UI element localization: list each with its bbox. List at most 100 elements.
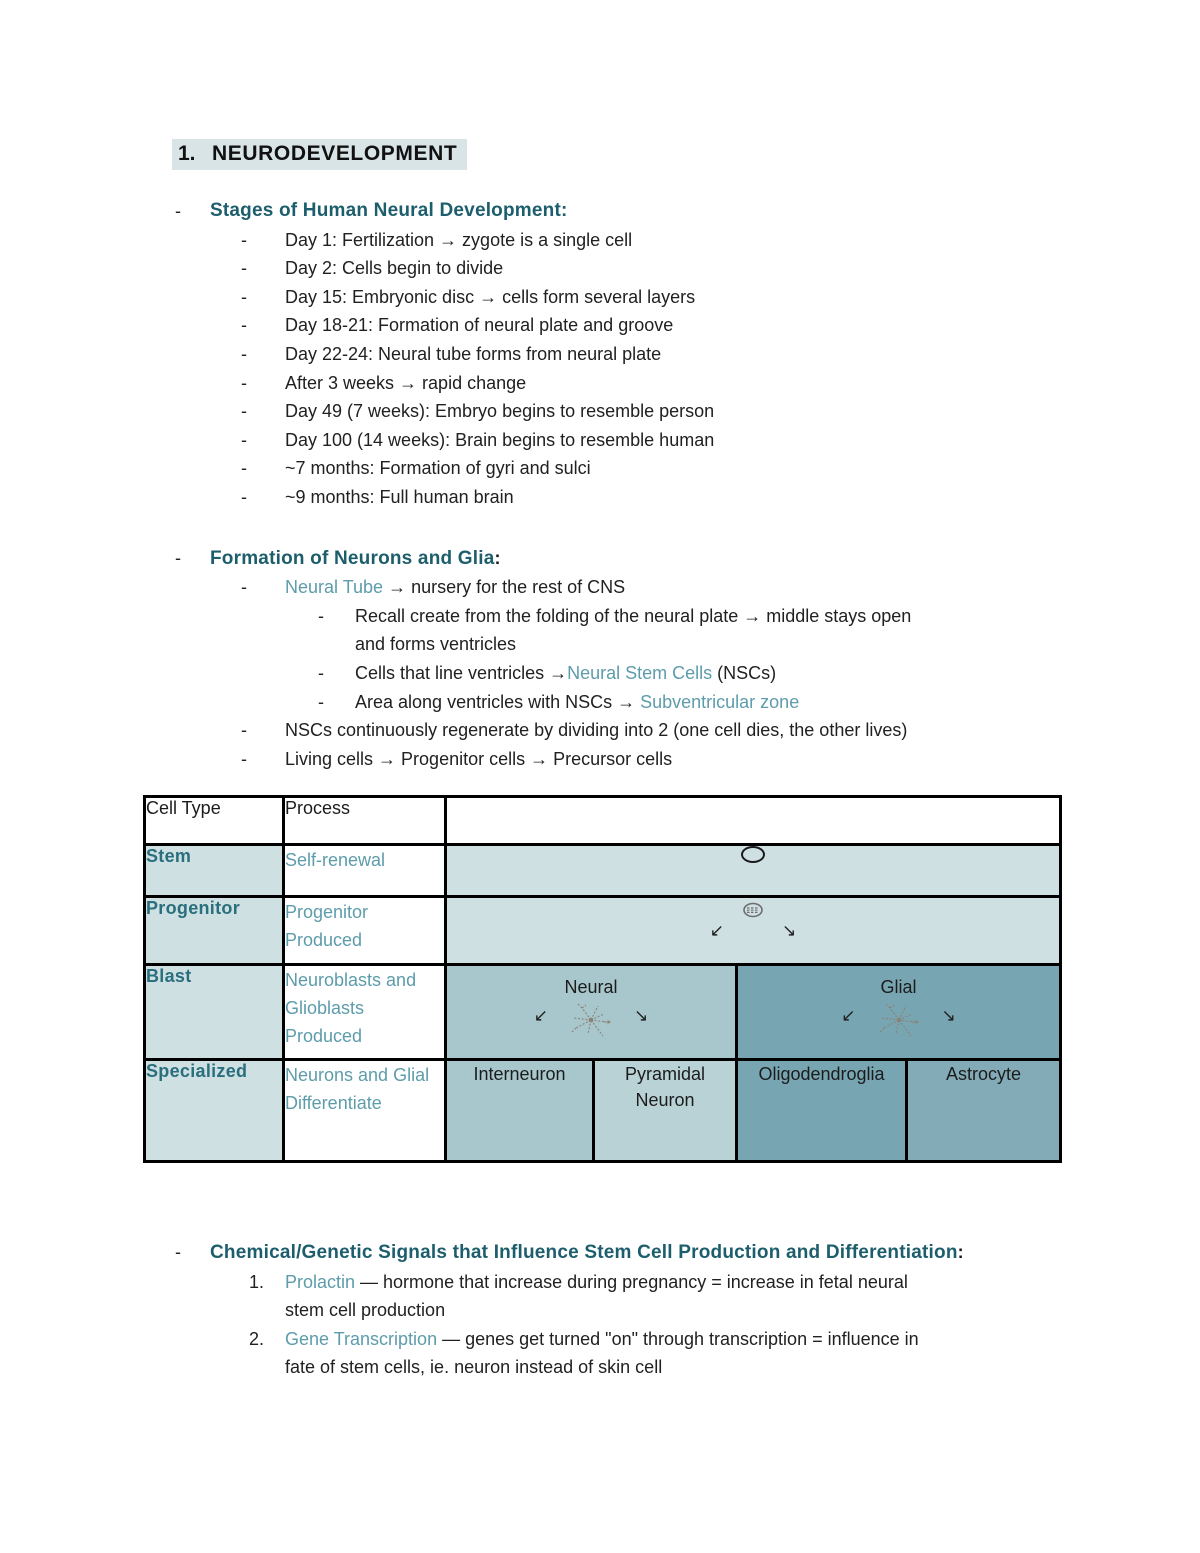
list-item: - Recall create from the folding of the n…: [0, 602, 1200, 659]
bullet-dash: -: [241, 258, 247, 279]
specialized-label: Specialized: [143, 1058, 285, 1163]
neural-branch-cell: Neural ↙: [444, 963, 738, 1061]
cell-astrocyte: Astrocyte: [905, 1058, 1062, 1163]
dividing-cell-icon: [743, 902, 763, 918]
list-item: - After 3 weeks → rapid change: [0, 369, 1200, 398]
neural-branch-label: Neural: [564, 977, 618, 997]
bullet-dash: -: [318, 605, 324, 626]
list-item-text: Recall create from the folding of the ne…: [355, 605, 912, 655]
term-neural-tube: Neural Tube: [285, 577, 384, 598]
bullet-dash: -: [241, 286, 247, 307]
arrow-down-left-icon: ↙: [841, 1006, 856, 1025]
term-subventricular-zone: Subventricular zone: [640, 691, 800, 712]
table-row-stem: Stem Self-renewal: [143, 843, 1062, 898]
bullet-dash: -: [241, 577, 247, 598]
section-heading-signals: - Chemical/Genetic Signals that Influenc…: [0, 1238, 1200, 1268]
section-heading-formation: - Formation of Neurons and Glia:: [0, 544, 1200, 574]
section-title: Stages of Human Neural Development:: [210, 200, 568, 221]
bullet-dash: -: [241, 343, 247, 364]
cell-differentiation-table: Cell Type Process Stem Self-renewal Prog…: [143, 795, 1062, 1163]
dividing-cell-diagram: ↙ ↘: [449, 900, 1058, 942]
cell-pyramidal-neuron: Pyramidal Neuron: [592, 1058, 738, 1163]
bullet-dash: -: [241, 315, 247, 336]
doc-heading: 1. NEURODEVELOPMENT: [172, 139, 468, 170]
list-item: -Day 18-21: Formation of neural plate an…: [0, 311, 1200, 340]
glial-branch-label: Glial: [880, 977, 917, 997]
arrow-down-left-icon: ↙: [709, 921, 724, 940]
bullet-dash: -: [175, 1242, 181, 1262]
neuron-sketch-icon: [571, 1003, 611, 1037]
heading-number: 1.: [178, 142, 196, 165]
list-item: - Day 15: Embryonic disc → cells form sev…: [0, 283, 1200, 312]
list-item-text: Day 2: Cells begin to divide: [285, 258, 504, 279]
notes-body: - Stages of Human Neural Development: -D…: [0, 197, 1200, 773]
blast-process: Neuroblasts and Glioblasts Produced: [282, 963, 447, 1061]
section-title: Chemical/Genetic Signals that Influence …: [210, 1242, 964, 1263]
bullet-dash: -: [241, 229, 247, 250]
table-header-row: Cell Type Process: [143, 795, 1062, 846]
list-item-text: NSCs continuously regenerate by dividing…: [285, 720, 908, 741]
glial-branch-cell: Glial ↙: [735, 963, 1062, 1061]
progenitor-label: Progenitor: [143, 895, 285, 966]
bullet-dash: -: [241, 720, 247, 741]
arrow-down-right-icon: ↘: [782, 921, 797, 940]
list-item: - ~9 months: Full human brain: [0, 483, 1200, 512]
list-item-text: ~9 months: Full human brain: [285, 486, 514, 507]
list-item: -Area along ventricles with NSCs → Subve…: [0, 688, 1200, 717]
term-neural-stem-cells: Neural Stem Cells: [567, 662, 713, 683]
list-item-text: Living cells → Progenitor cells → Precur…: [285, 748, 673, 769]
table-row-blast: Blast Neuroblasts and Glioblasts Produce…: [143, 963, 1062, 1061]
bullet-dash: -: [241, 748, 247, 769]
list-item-text: Day 15: Embryonic disc → cells form seve…: [285, 286, 696, 307]
progenitor-process: Progenitor Produced: [282, 895, 447, 966]
bullet-dash: -: [241, 429, 247, 450]
bullet-dash: -: [241, 458, 247, 479]
arrow-down-right-icon: ↘: [941, 1006, 956, 1025]
numbered-item-text: Prolactin — hormone that increase during…: [285, 1271, 908, 1321]
table-row-specialized: Specialized Neurons and Glial Differenti…: [143, 1058, 1062, 1163]
header-cell-type: Cell Type: [143, 795, 285, 846]
bullet-dash: -: [241, 401, 247, 422]
bullet-dash: -: [175, 547, 181, 568]
numbered-item: 2.Gene Transcription — genes get turned …: [0, 1325, 1200, 1382]
numbered-item-text: Gene Transcription — genes get turned "o…: [285, 1328, 919, 1378]
item-number: 1.: [249, 1271, 265, 1292]
list-item: - Day 1: Fertilization → zygote is a sing…: [0, 226, 1200, 255]
list-item: - Day 22-24: Neural tube forms from neura…: [0, 340, 1200, 369]
signals-section: - Chemical/Genetic Signals that Influenc…: [0, 1238, 1200, 1382]
stem-diagram-cell: [444, 843, 1062, 898]
stem-label: Stem: [143, 843, 285, 898]
numbered-item: 1. Prolactin — hormone that increase duri…: [0, 1268, 1200, 1325]
bullet-dash: -: [318, 691, 324, 712]
list-item: - Living cells → Progenitor cells → Precu…: [0, 745, 1200, 774]
page-title: NEURODEVELOPMENT: [212, 142, 458, 165]
section-title: Formation of Neurons and Glia:: [210, 547, 501, 569]
list-item: -Neural Tube → nursery for the rest of C…: [0, 573, 1200, 602]
stem-process: Self-renewal: [282, 843, 447, 898]
cell-interneuron: Interneuron: [444, 1058, 595, 1163]
list-item-text: Day 49 (7 weeks): Embryo begins to resem…: [285, 401, 715, 422]
list-item-text: Day 1: Fertilization → zygote is a singl…: [285, 229, 633, 250]
progenitor-diagram-cell: ↙ ↘: [444, 895, 1062, 966]
list-item: - NSCs continuously regenerate by dividin…: [0, 716, 1200, 745]
term-gene-transcription: Gene Transcription: [285, 1328, 438, 1349]
specialized-process: Neurons and Glial Differentiate: [282, 1058, 447, 1163]
list-item-text: Day 22-24: Neural tube forms from neural…: [285, 343, 662, 364]
heading-highlight: 1. NEURODEVELOPMENT: [172, 139, 468, 170]
bullet-dash: -: [241, 486, 247, 507]
list-item: - Day 2: Cells begin to divide: [0, 254, 1200, 283]
list-item-text: After 3 weeks → rapid change: [285, 372, 527, 393]
term-prolactin: Prolactin: [285, 1271, 356, 1292]
bullet-dash: -: [241, 372, 247, 393]
list-item-text: ~7 months: Formation of gyri and sulci: [285, 458, 591, 479]
cell-oligodendroglia: Oligodendroglia: [735, 1058, 908, 1163]
bullet-dash: -: [318, 662, 324, 683]
stem-cell-icon: [741, 847, 765, 863]
blast-label: Blast: [143, 963, 285, 1061]
header-process: Process: [282, 795, 447, 846]
neuron-sketch-icon: [879, 1003, 919, 1037]
arrow-down-left-icon: ↙: [533, 1006, 548, 1025]
list-item-text: Day 100 (14 weeks): Brain begins to rese…: [285, 429, 715, 450]
list-item: - Day 100 (14 weeks): Brain begins to res…: [0, 426, 1200, 455]
